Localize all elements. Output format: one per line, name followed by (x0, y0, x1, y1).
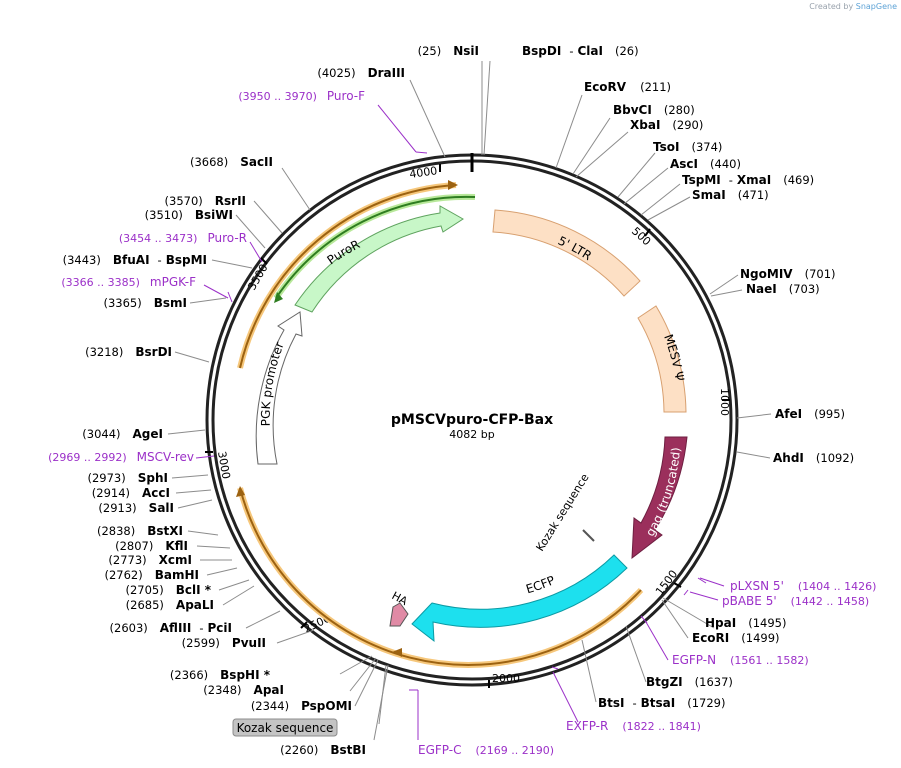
tick-label: 4000 (409, 164, 439, 181)
enzyme-label: (2260)BstBI (280, 743, 366, 757)
enzyme-label: AhdI(1092) (773, 451, 854, 465)
enzyme-leaders (167, 60, 772, 741)
credit-prefix: Created by (809, 2, 854, 11)
primer-arc-puro (237, 182, 457, 369)
enzyme-label: (2685)ApaLI (126, 598, 214, 612)
enzyme-label: (2914)AccI (92, 486, 170, 500)
primer-label: EGFP-C(2169 .. 2190) (418, 743, 554, 757)
enzyme-label: HpaI(1495) (705, 616, 786, 630)
primer-label: pLXSN 5'(1404 .. 1426) (730, 579, 876, 593)
enzyme-label: (4025)DraIII (317, 66, 405, 80)
enzyme-label: (2973)SphI (88, 471, 169, 485)
enzyme-label: NgoMIV(701) (740, 267, 836, 281)
enzyme-label: BtsI-BtsaI(1729) (598, 696, 726, 710)
enzyme-label: BbvCI(280) (613, 103, 695, 117)
primer-label: (3454 .. 3473)Puro-R (119, 231, 247, 245)
enzyme-label: (2603)AflIII-PciI (110, 621, 232, 635)
enzyme-label: XbaI(290) (630, 118, 703, 132)
enzyme-label: (2344)PspOMI (251, 699, 352, 713)
enzyme-label: (2838)BstXI (97, 524, 183, 538)
enzyme-label: (2366)BspHI * (170, 668, 271, 682)
primer-labels: (3950 .. 3970)Puro-F (3454 .. 3473)Puro-… (48, 89, 876, 757)
feature-mesv[interactable]: MESV Ψ (637, 305, 687, 413)
enzyme-label: (3510)BsiWI (145, 208, 233, 222)
enzyme-label: NaeI(703) (746, 282, 820, 296)
tick-label: 500 (629, 225, 653, 249)
primer-leaders (195, 104, 725, 740)
tick-label: 3000 (215, 450, 233, 480)
enzyme-label: (3044)AgeI (82, 427, 163, 441)
plasmid-name: pMSCVpuro-CFP-Bax (391, 412, 553, 428)
tick-label: 2000 (492, 672, 520, 685)
feature-pgk-promoter[interactable]: PGK promoter (255, 311, 303, 465)
tick-label: 1000 (718, 388, 731, 416)
enzyme-label: AscI(440) (670, 157, 741, 171)
enzyme-label: SmaI(471) (692, 188, 769, 202)
primer-label: (3950 .. 3970)Puro-F (238, 89, 365, 103)
enzyme-label: AfeI(995) (775, 407, 845, 421)
primer-label: pBABE 5'(1442 .. 1458) (722, 594, 869, 608)
enzyme-label: EcoRV(211) (584, 80, 671, 94)
feature-ha[interactable]: HA (389, 589, 410, 627)
feature-label-ecfp: ECFP (524, 573, 557, 596)
feature-label-kozak: Kozak sequence (534, 471, 592, 553)
credit-brand: SnapGene (855, 2, 897, 11)
primer-label: (3366 .. 3385)mPGK-F (61, 275, 196, 289)
enzyme-label: (2705)BclI * (125, 583, 211, 597)
feature-kozak: Kozak sequence (534, 471, 595, 554)
primer-arc-bottom (237, 487, 644, 668)
feature-label-ha: HA (390, 589, 410, 608)
kozak-sequence-box: Kozak sequence (232, 664, 387, 737)
enzyme-label: (3668)SacII (190, 155, 273, 169)
feature-5ltr[interactable]: 5' LTR (492, 209, 641, 297)
enzyme-label: (3570)RsrII (165, 194, 246, 208)
primer-label: (2969 .. 2992)MSCV-rev (48, 450, 194, 464)
enzyme-label: (2773)XcmI (108, 553, 192, 567)
enzyme-label: (2599)PvuII (182, 636, 266, 650)
enzyme-label: (3218)BsrDI (85, 345, 172, 359)
enzyme-label: (2807)KflI (115, 539, 188, 553)
feature-puror[interactable]: PuroR (294, 205, 464, 313)
primer-label: EXFP-R(1822 .. 1841) (566, 719, 701, 733)
enzyme-label: (2348)ApaI (203, 683, 284, 697)
feature-label-pgk: PGK promoter (259, 340, 287, 426)
snapgene-credit: Created by SnapGene (809, 2, 897, 11)
enzyme-label: (3443)BfuAI-BspMI (63, 253, 207, 267)
svg-text:ECFP: ECFP (524, 573, 557, 596)
enzyme-label: TsoI(374) (653, 140, 722, 154)
tick-label: 1500 (653, 568, 680, 598)
enzyme-label: BspDI-ClaI(26) (522, 44, 639, 58)
enzyme-label: (25)NsiI (418, 44, 479, 58)
enzyme-label: TspMI-XmaI(469) (682, 173, 814, 187)
enzyme-label: (3365)BsmI (103, 296, 187, 310)
svg-text:PGK promoter: PGK promoter (259, 340, 287, 426)
plasmid-size: 4082 bp (449, 428, 494, 441)
primer-label: EGFP-N(1561 .. 1582) (672, 653, 809, 667)
enzyme-label: (2762)BamHI (104, 568, 199, 582)
enzyme-label: EcoRI(1499) (692, 631, 780, 645)
enzyme-label: (2913)SalI (98, 501, 174, 515)
feature-gag[interactable]: gag (truncated) (631, 436, 688, 560)
enzyme-labels: (25)NsiI BspDI-ClaI(26) EcoRV(211) BbvCI… (63, 44, 855, 757)
kozak-box-label: Kozak sequence (237, 721, 334, 735)
enzyme-label: BtgZI(1637) (646, 675, 733, 689)
